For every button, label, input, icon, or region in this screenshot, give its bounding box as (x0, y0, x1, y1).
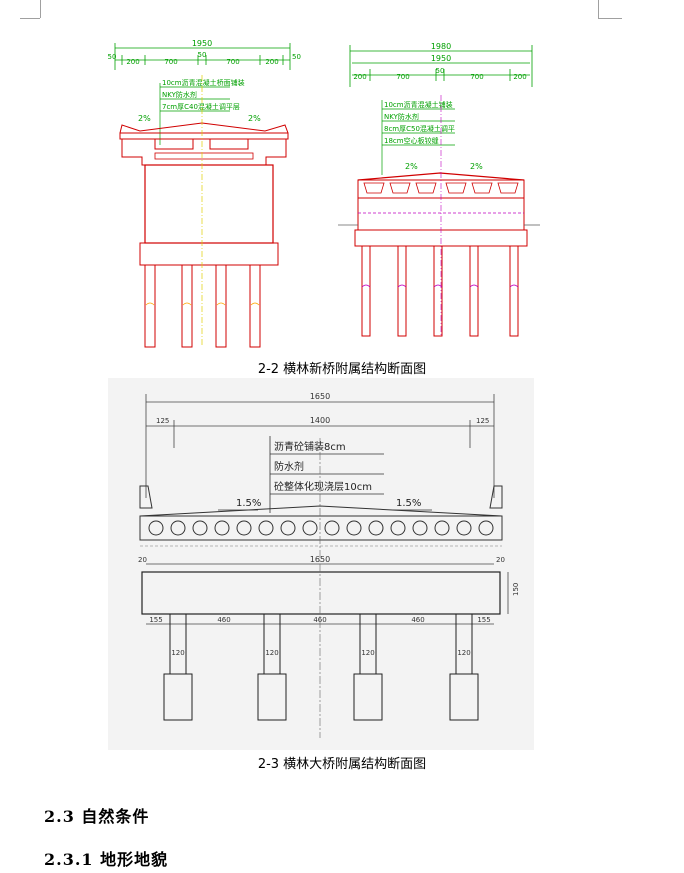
fig2-pile-dia-0: 120 (171, 649, 184, 657)
right-layer-3: 18cm空心板铰缝 (384, 136, 439, 145)
fig2-edge-left: 125 (156, 417, 169, 425)
fig2-pile-dia-1: 120 (265, 649, 278, 657)
left-dim-3: 50 (198, 51, 207, 59)
left-dim-1: 200 (126, 58, 139, 66)
right-slope-left: 2% (405, 162, 418, 171)
right-total-width: 1980 (431, 42, 451, 51)
right-dim-1: 700 (396, 73, 409, 81)
left-dim-4: 700 (226, 58, 239, 66)
left-dim-5: 200 (265, 58, 278, 66)
left-layer-0: 10cm沥青混凝土桥面铺装 (162, 78, 245, 87)
right-section-drawing: 1980 1950 200 700 50 700 200 10cm沥青混凝土铺装… (338, 42, 540, 337)
fig2-layer-0: 沥青砼铺装8cm (274, 440, 346, 453)
left-slope-right: 2% (248, 114, 261, 123)
section-heading-2-3-1: 2.3.1 地形地貌 (44, 850, 169, 869)
left-dim-0: 50 (108, 53, 117, 61)
right-slope-right: 2% (470, 162, 483, 171)
fig2-edge-right: 125 (476, 417, 489, 425)
fig2-pile-spacing-1: 460 (217, 616, 230, 624)
crop-mark-top-left-h (20, 18, 40, 19)
figure-daqiao-section: 1650 125 1400 125 沥青砼铺装8cm 防水剂 砼整体化现浇层10… (108, 378, 534, 750)
right-dim-3: 700 (470, 73, 483, 81)
right-layer-1: NKY防水剂 (384, 112, 419, 121)
crop-mark-top-right-h (598, 18, 622, 19)
left-slope-left: 2% (138, 114, 151, 123)
figure-xinqiao-section: 1950 50 200 700 50 700 200 50 10cm沥青混凝土桥… (108, 39, 540, 348)
crop-mark-top-right (598, 0, 599, 18)
right-layer-0: 10cm沥青混凝土铺装 (384, 100, 453, 109)
left-dim-6: 50 (292, 53, 301, 61)
left-dim-2: 700 (164, 58, 177, 66)
right-sub-width: 1950 (431, 54, 451, 63)
fig2-cap-edge-left: 20 (138, 556, 147, 564)
left-total-width: 1950 (192, 39, 212, 48)
fig2-pile-spacing-3: 460 (411, 616, 424, 624)
figure-caption-1: 2-2 横林新桥附属结构断面图 (257, 362, 427, 377)
fig2-slope-right: 1.5% (396, 498, 421, 509)
right-dim-0: 200 (353, 73, 366, 81)
fig2-layer-1: 防水剂 (274, 460, 304, 473)
figure-caption-2: 2-3 横林大桥附属结构断面图 (257, 757, 427, 772)
crop-mark-top-left (40, 0, 41, 18)
right-dim-2: 50 (436, 67, 445, 75)
fig2-layer-2: 砼整体化现浇层10cm (274, 480, 372, 493)
fig2-inner-width: 1400 (310, 416, 330, 425)
fig2-total-width: 1650 (310, 392, 330, 401)
fig2-piles (163, 613, 479, 721)
right-layer-2: 8cm厚C50混凝土调平 (384, 124, 455, 133)
fig2-slope-left: 1.5% (236, 498, 261, 509)
fig2-pile-dia-2: 120 (361, 649, 374, 657)
fig2-cap-width: 1650 (310, 555, 330, 564)
hollow-slab-cells (148, 520, 494, 536)
fig2-cap-height: 150 (512, 583, 520, 596)
fig2-pile-dia-3: 120 (457, 649, 470, 657)
fig2-pile-spacing-4: 155 (477, 616, 490, 624)
fig2-cap-edge-right: 20 (496, 556, 505, 564)
right-dim-4: 200 (513, 73, 526, 81)
fig2-pile-spacing-0: 155 (149, 616, 162, 624)
left-section-drawing: 1950 50 200 700 50 700 200 50 10cm沥青混凝土桥… (108, 39, 301, 348)
left-layer-2: 7cm厚C40混凝土调平层 (162, 102, 240, 111)
left-layer-1: NKY防水剂 (162, 90, 197, 99)
section-heading-2-3: 2.3 自然条件 (44, 807, 150, 826)
